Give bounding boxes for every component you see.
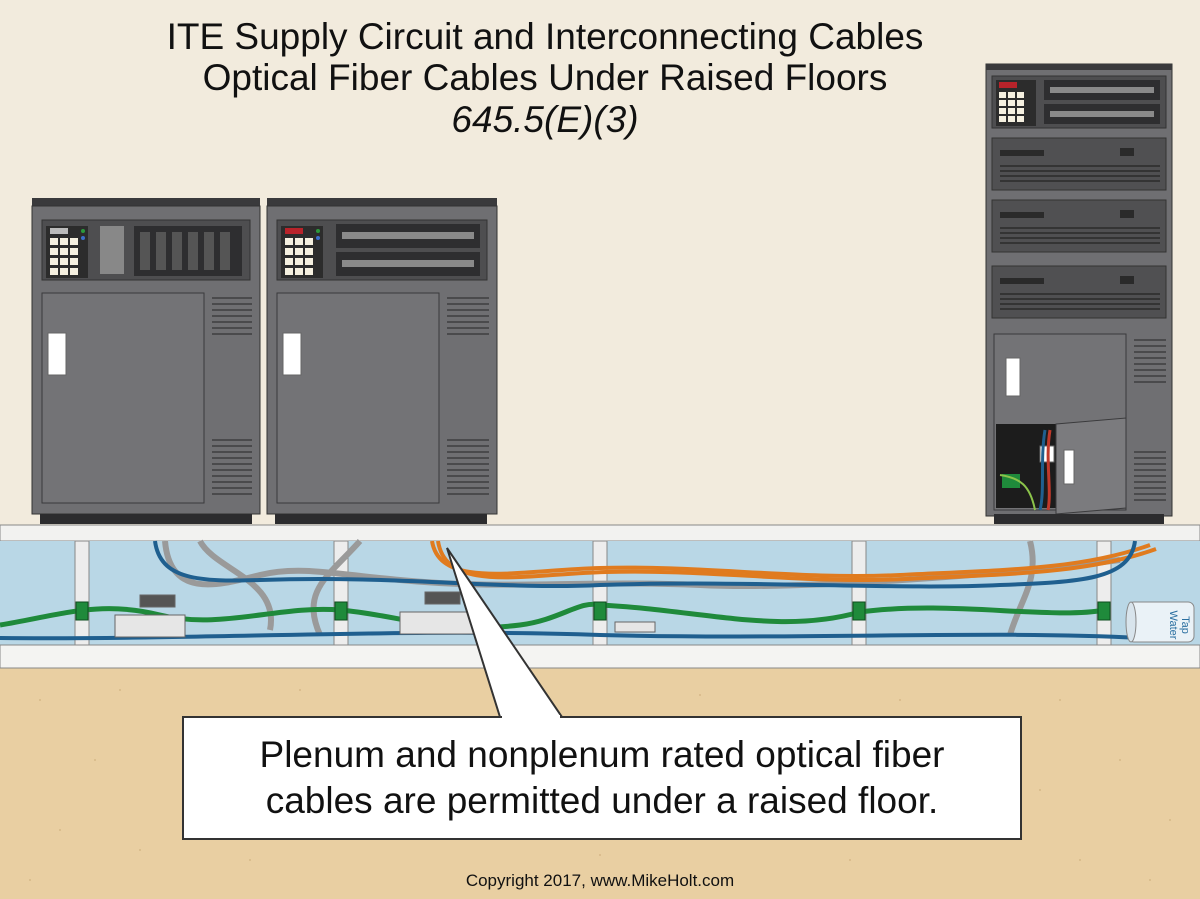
title-line-1: ITE Supply Circuit and Interconnecting C…: [166, 16, 924, 57]
callout-box: Plenum and nonplenum rated optical fiber…: [182, 716, 1022, 840]
blue-cables: [0, 540, 1141, 641]
ground-clamps: [75, 601, 1111, 621]
code-reference: 645.5(E)(3): [451, 99, 639, 140]
equipment-rack-right: [985, 63, 1173, 524]
title-line-2: Optical Fiber Cables Under Raised Floors: [202, 57, 888, 98]
callout-line-1: Plenum and nonplenum rated optical fiber: [259, 734, 945, 775]
container-label-line2: Water: [1167, 611, 1179, 640]
tap-water-container: [1125, 601, 1195, 643]
orange-cables: [430, 540, 1157, 583]
callout-line-2: cables are permitted under a raised floo…: [265, 780, 939, 821]
cabinet-left: [31, 198, 261, 524]
junction-boxes: [114, 591, 656, 638]
callout-pointer-join: [502, 715, 560, 719]
container-label-line1: Tap: [1179, 616, 1191, 634]
floor-slab: [0, 644, 1200, 669]
subfloor-texture: [29, 689, 1171, 881]
cabinet-middle: [266, 198, 498, 524]
raised-floor-panel: [0, 524, 1200, 542]
copyright: Copyright 2017, www.MikeHolt.com: [465, 871, 735, 890]
